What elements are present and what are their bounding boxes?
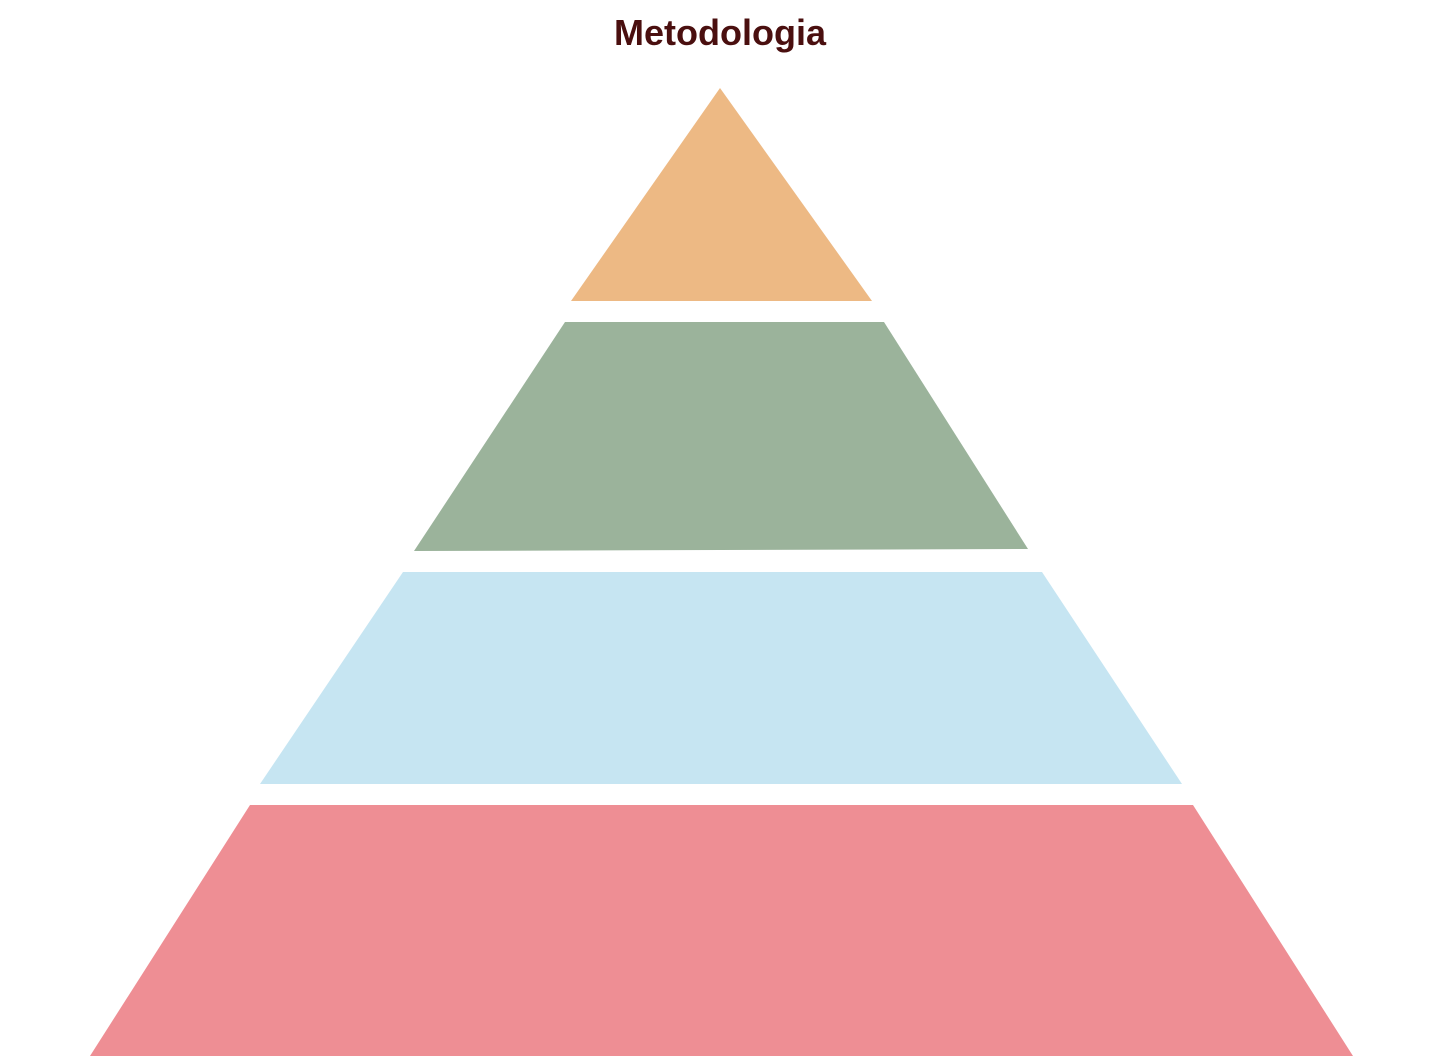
pyramid-level-third: [260, 572, 1182, 784]
pyramid-level-second: [414, 322, 1028, 551]
page-title: Metodologia: [614, 12, 826, 53]
pyramid-level-bottom: [90, 805, 1353, 1056]
pyramid-level-top: [571, 88, 872, 301]
